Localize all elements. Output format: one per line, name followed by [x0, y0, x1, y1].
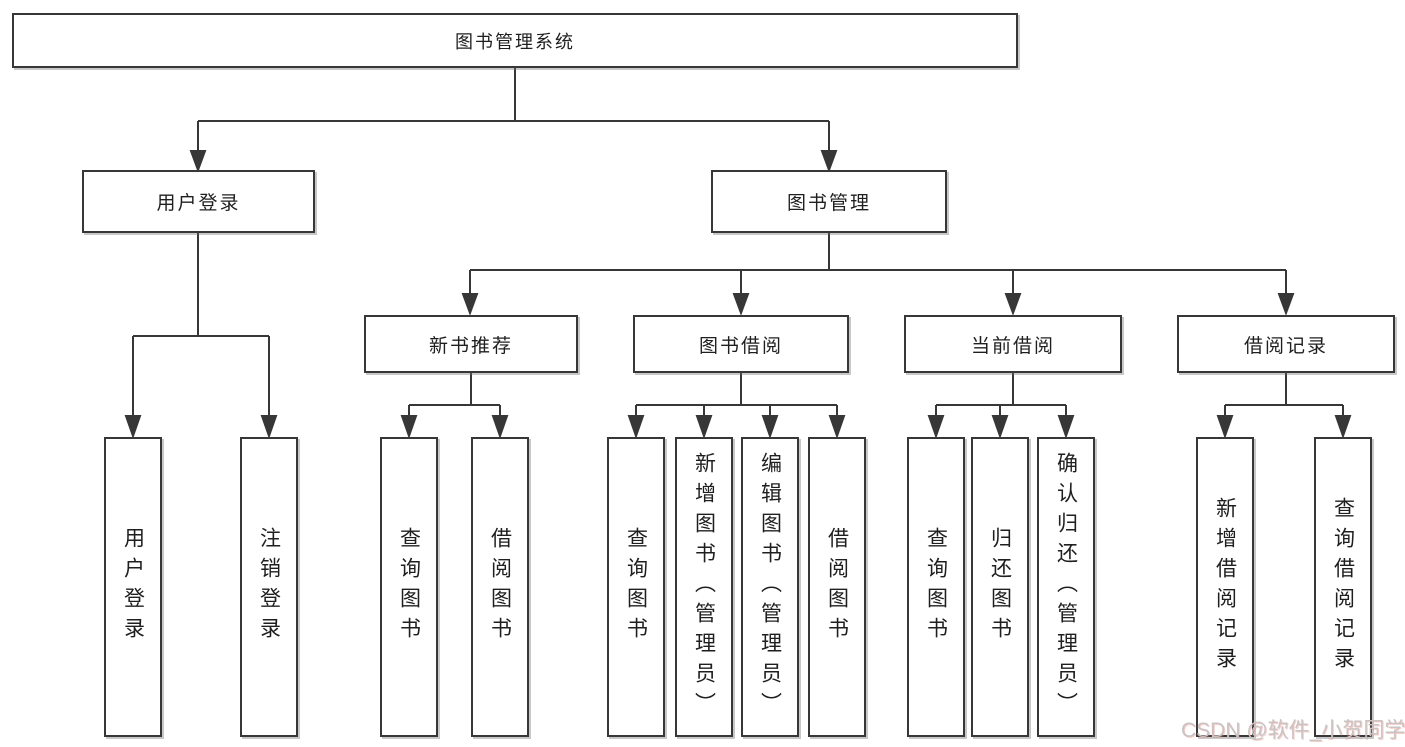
leaf-query-books-borrow: 查询图书: [607, 437, 665, 737]
leaf-borrow-books: 借阅图书: [808, 437, 866, 737]
leaf-label: 借阅图书: [488, 527, 512, 647]
node-new-book-recommend: 新书推荐: [364, 315, 578, 373]
leaf-label: 用户登录: [121, 527, 145, 647]
node-current-borrow: 当前借阅: [904, 315, 1122, 373]
leaf-add-borrow-record: 新增借阅记录: [1196, 437, 1254, 737]
leaf-borrow-books-newbook: 借阅图书: [471, 437, 529, 737]
leaf-confirm-return-admin: 确认归还（管理员）: [1037, 437, 1095, 737]
leaf-query-borrow-record: 查询借阅记录: [1314, 437, 1372, 737]
leaf-query-books-current: 查询图书: [907, 437, 965, 737]
leaf-label: 查询借阅记录: [1331, 497, 1355, 677]
leaf-logout: 注销登录: [240, 437, 298, 737]
node-book-management: 图书管理: [711, 170, 947, 233]
leaf-label: 编辑图书（管理员）: [758, 452, 782, 722]
node-user-login: 用户登录: [82, 170, 315, 233]
leaf-user-login: 用户登录: [104, 437, 162, 737]
leaf-label: 查询图书: [924, 527, 948, 647]
leaf-add-books-admin: 新增图书（管理员）: [675, 437, 733, 737]
leaf-label: 归还图书: [988, 527, 1012, 647]
leaf-label: 新增借阅记录: [1213, 497, 1237, 677]
node-book-borrow: 图书借阅: [633, 315, 849, 373]
leaf-label: 注销登录: [257, 527, 281, 647]
leaf-query-books-newbook: 查询图书: [380, 437, 438, 737]
node-library-management-system: 图书管理系统: [12, 13, 1018, 68]
leaf-edit-books-admin: 编辑图书（管理员）: [741, 437, 799, 737]
csdn-watermark: CSDN @软件_小贺同学: [1181, 719, 1405, 742]
leaf-label: 借阅图书: [825, 527, 849, 647]
node-borrow-records: 借阅记录: [1177, 315, 1395, 373]
leaf-label: 查询图书: [624, 527, 648, 647]
leaf-return-books: 归还图书: [971, 437, 1029, 737]
leaf-label: 新增图书（管理员）: [692, 452, 716, 722]
leaf-label: 确认归还（管理员）: [1054, 452, 1078, 722]
leaf-label: 查询图书: [397, 527, 421, 647]
